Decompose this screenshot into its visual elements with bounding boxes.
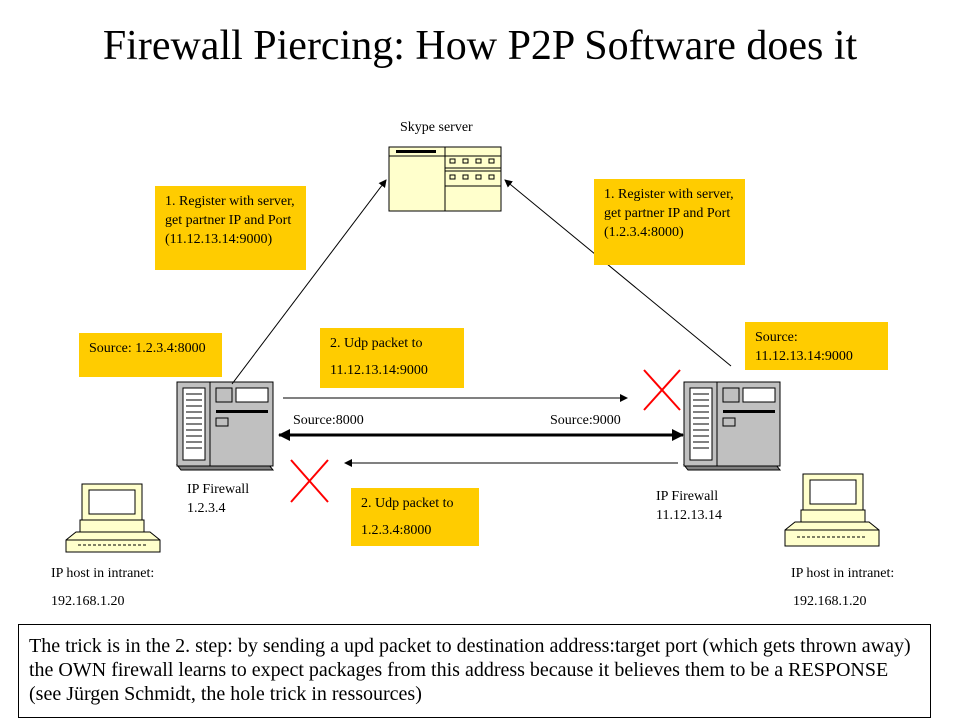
- register-arrow-left: [231, 179, 387, 385]
- source-note-right: Source: 11.12.13.14:9000: [745, 322, 888, 370]
- host-right-label: IP host in intranet:: [791, 566, 895, 581]
- register-note-right: 1. Register with server, get partner IP …: [594, 179, 745, 265]
- left-firewall-icon: [175, 381, 275, 471]
- host-left-label: IP host in intranet:: [51, 566, 155, 581]
- udp-note-top-line1: 2. Udp packet to: [330, 336, 423, 351]
- udp-note-bottom-line2: 1.2.3.4:8000: [361, 523, 432, 538]
- right-firewall-icon: [682, 381, 782, 471]
- right-host-computer-icon: [784, 473, 880, 547]
- explanation-box: The trick is in the 2. step: by sending …: [18, 624, 931, 718]
- udp-note-bottom: 2. Udp packet to 1.2.3.4:8000: [351, 488, 479, 546]
- udp-note-bottom-line1: 2. Udp packet to: [361, 496, 454, 511]
- host-left-ip: 192.168.1.20: [51, 594, 125, 609]
- server-label: Skype server: [400, 120, 473, 135]
- firewall-right-name: IP Firewall: [656, 489, 719, 504]
- connection-source-left: Source:8000: [293, 413, 364, 428]
- firewall-left-name: IP Firewall: [187, 482, 250, 497]
- udp-note-top: 2. Udp packet to 11.12.13.14:9000: [320, 328, 464, 388]
- register-note-left: 1. Register with server, get partner IP …: [155, 186, 306, 270]
- skype-server-icon: [388, 146, 502, 212]
- left-host-computer-icon: [65, 483, 161, 553]
- firewall-left-ip: 1.2.3.4: [187, 501, 226, 516]
- page-title: Firewall Piercing: How P2P Software does…: [102, 23, 858, 69]
- firewall-right-ip: 11.12.13.14: [656, 508, 722, 523]
- cross-icon-left: [290, 459, 329, 503]
- udp-note-top-line2: 11.12.13.14:9000: [330, 363, 428, 378]
- register-arrow-right: [504, 179, 732, 367]
- host-right-ip: 192.168.1.20: [793, 594, 867, 609]
- cross-icon-right: [643, 369, 681, 411]
- source-note-left: Source: 1.2.3.4:8000: [79, 333, 222, 377]
- connection-source-right: Source:9000: [550, 413, 621, 428]
